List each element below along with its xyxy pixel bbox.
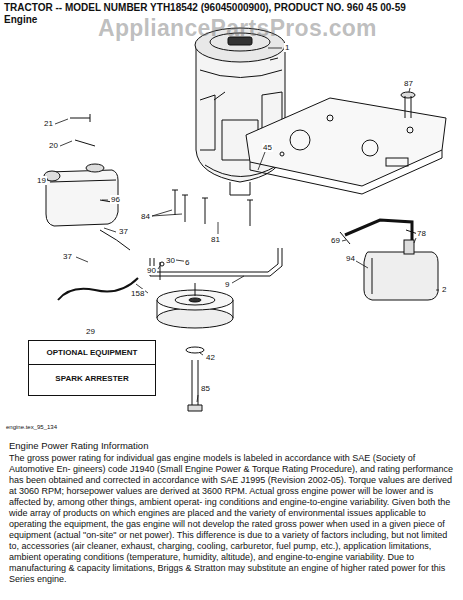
box-item: SPARK ARRESTER: [29, 365, 155, 395]
label-wrap: 9: [224, 280, 230, 289]
callout-number: 9: [224, 280, 230, 289]
label-wrap: The gross power rating for individual ga…: [9, 453, 455, 585]
label-wrap: 37: [118, 227, 129, 236]
callout-number: 1: [284, 43, 290, 52]
label-wrap: AppliancePartsPros.com: [98, 15, 377, 42]
label-wrap: 69: [330, 236, 341, 245]
label-wrap: 78: [416, 229, 427, 238]
label-wrap: 19: [36, 176, 47, 185]
label-wrap: Engine Power Rating Information: [9, 440, 148, 451]
engine: [195, 28, 285, 195]
belt-guide: [150, 248, 282, 280]
callout-number: 84: [140, 212, 151, 221]
label-wrap: 81: [210, 235, 221, 244]
callout-number: 45: [262, 143, 273, 152]
label-wrap: 37: [62, 252, 73, 261]
title-wrap: TRACTOR -- MODEL NUMBER YTH18542 (960450…: [4, 2, 406, 13]
callout-number: 37: [118, 227, 129, 236]
bolt: [70, 114, 95, 146]
engine-mounting-plate: [246, 98, 446, 194]
engine-bolts: [172, 190, 253, 226]
figure-id: engine.tex_95_134: [6, 424, 57, 431]
engine-pulley: [157, 283, 233, 328]
callout-number: 90: [146, 266, 157, 275]
callout-number: 37: [62, 252, 73, 261]
callout-number: 69: [330, 236, 341, 245]
fuel-line: [58, 278, 138, 300]
callout-number: 96: [110, 195, 121, 204]
label-wrap: 45: [262, 143, 273, 152]
callout-number: 21: [43, 119, 54, 128]
callout-number: 158: [130, 289, 145, 298]
option-box: OPTIONAL EQUIPMENTSPARK ARRESTER: [28, 340, 156, 396]
label-wrap: 2: [441, 285, 447, 294]
note-heading: Engine Power Rating Information: [9, 440, 148, 451]
box-heading: OPTIONAL EQUIPMENT: [29, 341, 155, 365]
label-wrap: 20: [48, 141, 59, 150]
label-wrap: 42: [205, 353, 216, 362]
label-wrap: 30: [165, 256, 176, 265]
callout-number: 78: [416, 229, 427, 238]
label-wrap: 1: [284, 43, 290, 52]
note-text: The gross power rating for individual ga…: [9, 453, 455, 585]
callout-number: 42: [205, 353, 216, 362]
label-wrap: 6: [184, 258, 190, 267]
callout-number: 85: [200, 384, 211, 393]
callout-number: 19: [36, 176, 47, 185]
callout-number: 29: [85, 327, 96, 336]
page-title: TRACTOR -- MODEL NUMBER YTH18542 (960450…: [4, 2, 406, 13]
bolt: [401, 92, 415, 118]
label-wrap: 94: [345, 254, 356, 263]
callout-number: 81: [210, 235, 221, 244]
label-wrap: 90: [146, 266, 157, 275]
callout-number: 6: [184, 258, 190, 267]
callout-number: 30: [165, 256, 176, 265]
fuel-tank: [44, 164, 118, 226]
label-wrap: 87: [403, 79, 414, 88]
callout-number: 87: [403, 79, 414, 88]
label-wrap: 21: [43, 119, 54, 128]
washer: [186, 347, 204, 353]
section-name: Engine: [4, 14, 37, 25]
label-wrap: 158: [130, 289, 145, 298]
label-wrap: 96: [110, 195, 121, 204]
watermark: AppliancePartsPros.com: [98, 15, 377, 42]
callout-number: 2: [441, 285, 447, 294]
label-wrap: engine.tex_95_134: [6, 424, 57, 431]
label-wrap: 85: [200, 384, 211, 393]
callout-number: 94: [345, 254, 356, 263]
muffler: [340, 220, 438, 300]
callout-number: 20: [48, 141, 59, 150]
label-wrap: 29: [85, 327, 96, 336]
label-wrap: Engine: [4, 14, 37, 25]
label-wrap: 84: [140, 212, 151, 221]
